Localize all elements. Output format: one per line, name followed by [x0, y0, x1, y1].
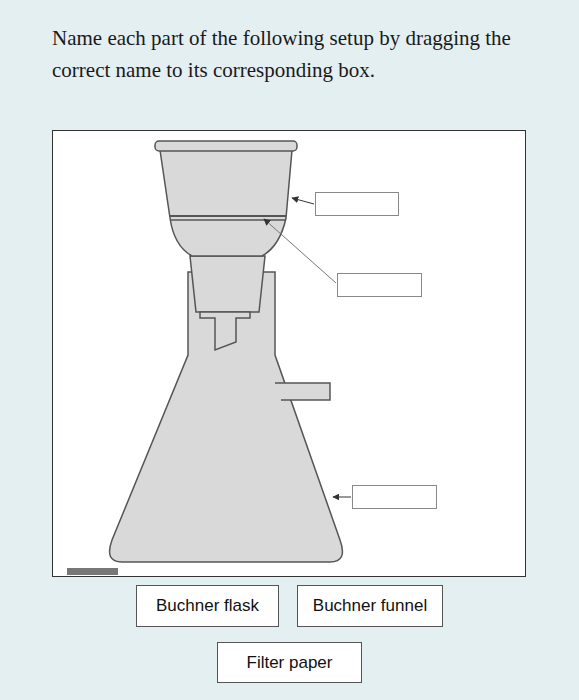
leader-arrow — [333, 497, 351, 498]
scale-bar — [67, 568, 118, 575]
answer-box — [338, 274, 422, 297]
filter-paper-line — [170, 215, 286, 217]
option-label: Filter paper — [247, 653, 333, 673]
funnel-rim — [155, 141, 297, 151]
filter-paper-line — [170, 219, 286, 221]
leader-arrow — [292, 198, 314, 204]
answer-box — [353, 486, 437, 509]
question-title: Name each part of the following setup by… — [52, 22, 522, 86]
option-label: Buchner funnel — [313, 596, 427, 616]
answer-box — [316, 193, 399, 216]
leader-arrow — [264, 219, 336, 283]
option-box: Filter paper — [217, 642, 362, 683]
funnel-stem — [200, 312, 250, 350]
side-arm — [275, 383, 330, 400]
option-label: Buchner flask — [156, 596, 259, 616]
funnel-body — [160, 150, 292, 256]
figure-frame — [53, 131, 526, 577]
option-box: Buchner flask — [136, 585, 279, 627]
flask-body — [110, 272, 343, 562]
rubber-bung — [190, 256, 265, 312]
option-box: Buchner funnel — [297, 585, 443, 627]
